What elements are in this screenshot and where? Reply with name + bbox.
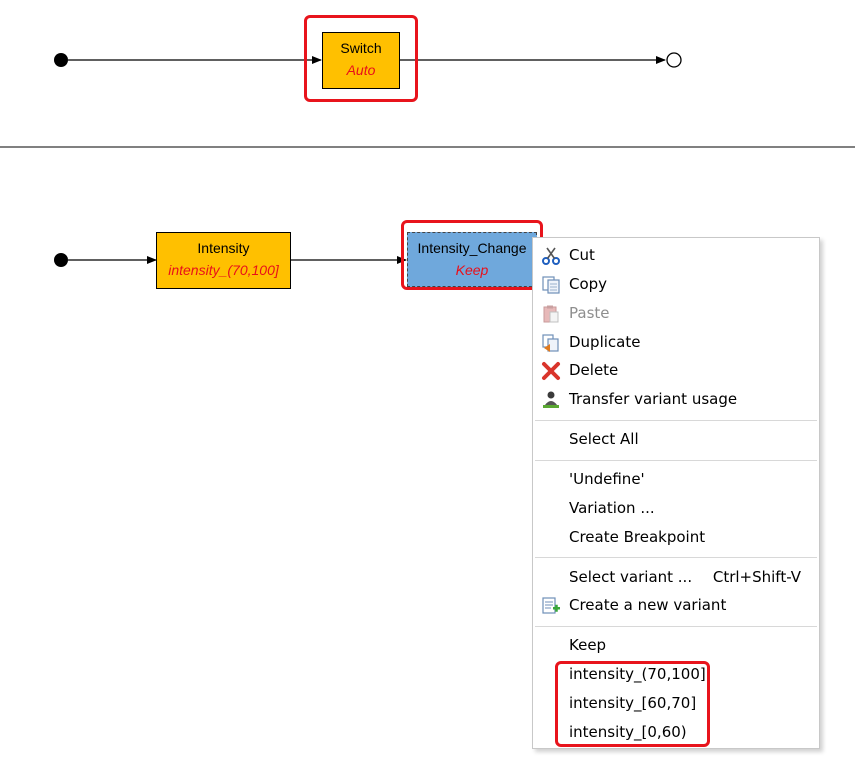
menu-item-select-all[interactable]: Select All xyxy=(533,425,819,454)
menu-separator xyxy=(535,557,817,558)
menu-item-variant-70-100[interactable]: intensity_(70,100] xyxy=(533,660,819,689)
menu-label: Copy xyxy=(569,275,608,293)
menu-label: Create a new variant xyxy=(569,596,727,614)
menu-item-copy[interactable]: Copy xyxy=(533,270,819,299)
intensity-change-node-highlight xyxy=(401,220,543,290)
intensity-change-node[interactable]: Intensity_Change Keep xyxy=(407,232,537,287)
node-type-label: Switch xyxy=(340,40,382,56)
menu-label: intensity_[60,70] xyxy=(569,694,697,712)
delete-icon xyxy=(542,362,560,380)
menu-label: Cut xyxy=(569,246,595,264)
menu-label: intensity_[0,60) xyxy=(569,723,687,741)
menu-label: Duplicate xyxy=(569,333,641,351)
user-transfer-icon xyxy=(543,391,559,408)
menu-label: Delete xyxy=(569,361,619,379)
menu-separator xyxy=(535,420,817,421)
node-type-label: Intensity_Change xyxy=(417,240,527,256)
menu-label: Select All xyxy=(569,430,639,448)
node-variant-label: Keep xyxy=(455,262,489,278)
node-type-label: Intensity xyxy=(197,240,250,256)
switch-node[interactable]: Switch Auto xyxy=(322,32,400,89)
menu-item-cut[interactable]: Cut xyxy=(533,241,819,270)
menu-item-transfer-variant-usage[interactable]: Transfer variant usage xyxy=(533,385,819,414)
menu-item-delete[interactable]: Delete xyxy=(533,356,819,385)
menu-label: Variation ... xyxy=(569,499,655,517)
menu-separator xyxy=(535,460,817,461)
start-node-2[interactable] xyxy=(54,253,68,267)
menu-shortcut: Ctrl+Shift-V xyxy=(712,568,801,586)
menu-item-duplicate[interactable]: Duplicate xyxy=(533,328,819,357)
menu-item-undefine[interactable]: 'Undefine' xyxy=(533,465,819,494)
menu-separator xyxy=(535,626,817,627)
new-variant-icon xyxy=(542,597,560,614)
node-variant-label: intensity_(70,100] xyxy=(168,262,279,278)
start-node-1[interactable] xyxy=(54,53,68,67)
menu-label: Paste xyxy=(569,304,610,322)
menu-item-paste[interactable]: Paste xyxy=(533,299,819,328)
menu-label: 'Undefine' xyxy=(569,470,645,488)
menu-label: Keep xyxy=(569,636,607,654)
intensity-node[interactable]: Intensity intensity_(70,100] xyxy=(156,232,291,289)
menu-item-variation[interactable]: Variation ... xyxy=(533,494,819,523)
menu-label: Select variant ... xyxy=(569,568,693,586)
scissors-icon xyxy=(542,247,560,265)
menu-item-create-breakpoint[interactable]: Create Breakpoint xyxy=(533,523,819,552)
menu-item-variant-keep[interactable]: Keep xyxy=(533,631,819,660)
menu-item-variant-60-70[interactable]: intensity_[60,70] xyxy=(533,689,819,718)
paste-icon xyxy=(543,305,559,323)
end-node-1[interactable] xyxy=(666,52,682,68)
menu-item-variant-0-60[interactable]: intensity_[0,60) xyxy=(533,718,819,747)
copy-icon xyxy=(542,276,560,294)
menu-label: Transfer variant usage xyxy=(569,390,738,408)
menu-label: Create Breakpoint xyxy=(569,528,706,546)
variant-items-highlight xyxy=(555,661,710,747)
menu-label: intensity_(70,100] xyxy=(569,665,706,683)
duplicate-icon xyxy=(542,334,559,352)
switch-node-highlight xyxy=(304,15,418,102)
menu-item-create-new-variant[interactable]: Create a new variant xyxy=(533,591,819,620)
node-variant-label: Auto xyxy=(346,62,376,78)
menu-item-select-variant[interactable]: Select variant ... Ctrl+Shift-V xyxy=(533,563,819,592)
